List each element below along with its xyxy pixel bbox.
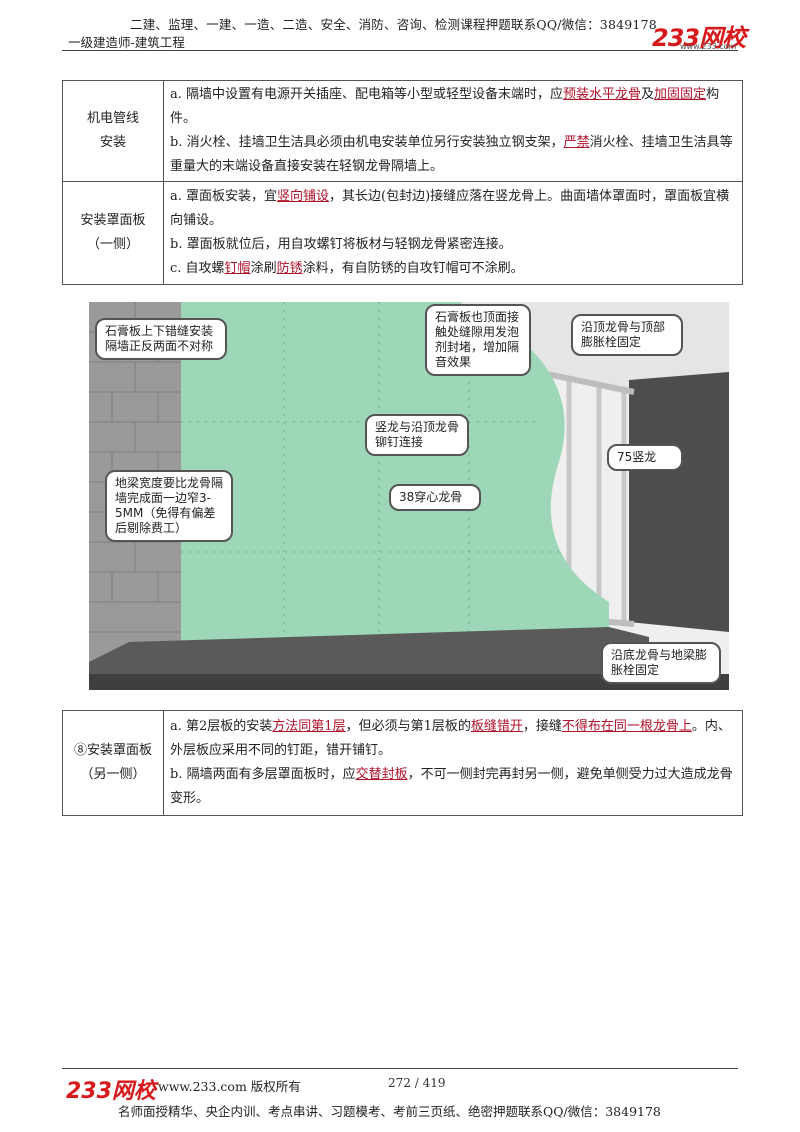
- row-content: a. 罩面板安装，宜竖向铺设，其长边(包封边)接缝应落在竖龙骨上。曲面墙体罩面时…: [163, 181, 743, 285]
- footer-logo: 233网校: [66, 1079, 156, 1104]
- table-install-part2: ⑧安装罩面板 （另一侧） a. 第2层板的安装方法同第1层，但必须与第1层板的板…: [62, 710, 743, 816]
- table-row: 安装罩面板 （一侧） a. 罩面板安装，宜竖向铺设，其长边(包封边)接缝应落在竖…: [62, 181, 743, 285]
- callout-stud-rivet: 竖龙与沿顶龙骨铆钉连接: [365, 414, 469, 456]
- label-line: 机电管线: [86, 111, 139, 126]
- row-label: 机电管线 安装: [62, 80, 164, 182]
- table-row: 机电管线 安装 a. 隔墙中设置有电源开关插座、配电箱等小型或轻型设备末端时，应…: [62, 80, 743, 182]
- item-a: a. 第2层板的安装方法同第1层，但必须与第1层板的板缝错开，接缝不得布在同一根…: [170, 719, 731, 758]
- callout-38-channel: 38穿心龙骨: [389, 484, 481, 511]
- partition-wall-illustration: 石膏板上下错缝安装隔墙正反两面不对称 石膏板也顶面接触处缝隙用发泡剂封堵，增加隔…: [89, 302, 729, 690]
- row-label: ⑧安装罩面板 （另一侧）: [62, 710, 164, 816]
- item-a: a. 隔墙中设置有电源开关插座、配电箱等小型或轻型设备末端时，应预装水平龙骨及加…: [170, 87, 720, 126]
- callout-75-stud: 75竖龙: [607, 444, 683, 471]
- callout-floor-beam-width: 地梁宽度要比龙骨隔墙完成面一边窄3-5MM（免得有偏差后剔除费工）: [105, 470, 233, 542]
- label-line: 安装: [99, 135, 126, 150]
- callout-bottom-track: 沿底龙骨与地梁膨胀栓固定: [601, 642, 721, 684]
- item-b: b. 罩面板就位后，用自攻螺钉将板材与轻钢龙骨紧密连接。: [170, 237, 512, 252]
- right-block-wall: [629, 372, 729, 632]
- label-line: 安装罩面板: [80, 213, 146, 228]
- table-install-part1: 机电管线 安装 a. 隔墙中设置有电源开关插座、配电箱等小型或轻型设备末端时，应…: [62, 80, 743, 285]
- wall-drawing: [89, 302, 729, 690]
- footer-website[interactable]: www.233.com 版权所有: [158, 1079, 301, 1094]
- callout-staggered-joints: 石膏板上下错缝安装隔墙正反两面不对称: [95, 318, 227, 360]
- logo: 233网校: [652, 24, 746, 52]
- label-line: ⑧安装罩面板: [73, 743, 152, 758]
- item-b: b. 隔墙两面有多层罩面板时，应交替封板，不可一侧封完再封另一侧，避免单侧受力过…: [170, 767, 733, 806]
- footer-divider: [62, 1068, 738, 1069]
- gypsum-board: [181, 302, 609, 652]
- header-divider: [62, 50, 738, 51]
- item-a: a. 罩面板安装，宜竖向铺设，其长边(包封边)接缝应落在竖龙骨上。曲面墙体罩面时…: [170, 189, 730, 228]
- table-row: ⑧安装罩面板 （另一侧） a. 第2层板的安装方法同第1层，但必须与第1层板的板…: [62, 710, 743, 816]
- header-contact-line: 二建、监理、一建、一造、二造、安全、消防、咨询、检测课程押题联系QQ/微信：38…: [130, 17, 657, 32]
- callout-top-seal: 石膏板也顶面接触处缝隙用发泡剂封堵，增加隔音效果: [425, 304, 531, 376]
- row-label: 安装罩面板 （一侧）: [62, 181, 164, 285]
- row-content: a. 第2层板的安装方法同第1层，但必须与第1层板的板缝错开，接缝不得布在同一根…: [163, 710, 743, 816]
- item-b: b. 消火栓、挂墙卫生洁具必须由机电安装单位另行安装独立钢支架，严禁消火栓、挂墙…: [170, 135, 733, 174]
- label-line: （另一侧）: [80, 767, 146, 782]
- header-subject: 一级建造师-建筑工程: [68, 35, 185, 50]
- footer-contact-line: 名师面授精华、央企内训、考点串讲、习题模考、考前三页纸、绝密押题联系QQ/微信：…: [118, 1104, 661, 1119]
- item-c: c. 自攻螺钉帽涂刷防锈涂料，有自防锈的自攻钉帽可不涂刷。: [170, 261, 524, 276]
- logo-url: www.233.com: [680, 42, 737, 51]
- row-content: a. 隔墙中设置有电源开关插座、配电箱等小型或轻型设备末端时，应预装水平龙骨及加…: [163, 80, 743, 182]
- page-number: 272 / 419: [388, 1076, 446, 1090]
- callout-top-track: 沿顶龙骨与顶部膨胀栓固定: [571, 314, 683, 356]
- label-line: （一侧）: [86, 237, 139, 252]
